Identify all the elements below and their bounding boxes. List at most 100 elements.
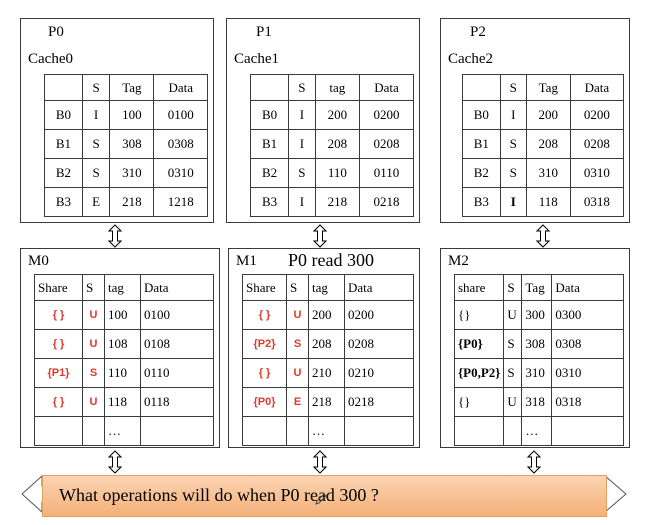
pen-cursor-icon <box>315 493 327 505</box>
table-cell: B1 <box>462 129 501 159</box>
table-cell <box>249 74 290 101</box>
table-cell: 0308 <box>153 129 208 159</box>
table-cell <box>44 74 83 101</box>
table-cell: 0308 <box>551 329 624 359</box>
table-cell: B0 <box>249 100 290 130</box>
table-cell: 0310 <box>551 358 624 388</box>
table-cell: tag <box>308 274 345 301</box>
table-cell: {} <box>453 300 505 330</box>
table-cell: 0208 <box>569 129 625 159</box>
table-cell: 0200 <box>344 300 414 330</box>
table-cell: Data <box>140 274 214 301</box>
table-cell: 208 <box>308 329 345 359</box>
table-cell: U <box>82 300 105 330</box>
table-cell: 310 <box>521 358 553 388</box>
processor-title: P0 <box>48 24 64 40</box>
table-cell: 108 <box>104 329 141 359</box>
table-cell <box>344 416 414 446</box>
table-cell: {P2} <box>242 329 287 359</box>
memory-title: M0 <box>28 253 49 269</box>
table-cell: 300 <box>521 300 553 330</box>
table-cell: 0318 <box>551 387 624 417</box>
table-cell: tag <box>314 74 361 101</box>
table-cell: S <box>503 274 523 301</box>
table-cell: U <box>286 358 309 388</box>
question-text: What operations will do when P0 read 300… <box>59 485 379 505</box>
table-cell: 0310 <box>569 158 625 188</box>
table-cell <box>286 416 309 446</box>
table-cell: {P0,P2} <box>453 358 505 388</box>
table-cell: B3 <box>44 187 83 217</box>
cache-title: Cache2 <box>448 51 493 67</box>
table-cell: { } <box>34 329 83 359</box>
table-cell: 0300 <box>551 300 624 330</box>
table-cell: B2 <box>44 158 83 188</box>
table-cell <box>551 416 624 446</box>
table-cell: {P0} <box>453 329 505 359</box>
table-cell: B2 <box>462 158 501 188</box>
double-arrow-icon <box>527 450 541 474</box>
table-row: … <box>242 416 414 446</box>
table-cell: {} <box>453 387 505 417</box>
table-cell: U <box>82 387 105 417</box>
table-cell: 218 <box>308 387 345 417</box>
table-cell: { } <box>34 387 83 417</box>
table-cell: 0110 <box>359 158 414 188</box>
table-cell: Data <box>569 74 625 101</box>
table-cell: S <box>499 158 527 188</box>
table-cell: {P1} <box>34 358 83 388</box>
table-cell: 0100 <box>153 100 208 130</box>
memory-title: M2 <box>448 253 469 269</box>
table-cell: 110 <box>314 158 361 188</box>
table-cell: 200 <box>314 100 361 130</box>
table-cell: Data <box>551 274 624 301</box>
table-cell: U <box>503 300 523 330</box>
question-banner: What operations will do when P0 read 300… <box>42 475 607 517</box>
cache-title: Cache1 <box>234 51 279 67</box>
table-cell: I <box>499 187 527 217</box>
table-cell: 0110 <box>140 358 214 388</box>
table-cell: S <box>503 329 523 359</box>
table-cell: B1 <box>44 129 83 159</box>
table-cell: U <box>286 300 309 330</box>
table-cell: Data <box>359 74 414 101</box>
table-cell: Tag <box>521 274 553 301</box>
table-cell: S <box>503 358 523 388</box>
table-cell: 0118 <box>140 387 214 417</box>
table-cell: 310 <box>109 158 155 188</box>
table-cell: I <box>81 100 111 130</box>
table-cell: S <box>286 274 309 301</box>
table-cell: Share <box>242 274 287 301</box>
table-cell: … <box>521 416 553 446</box>
table-cell: 210 <box>308 358 345 388</box>
table-cell: { } <box>34 300 83 330</box>
table-cell: I <box>288 187 316 217</box>
table-cell: B3 <box>249 187 290 217</box>
cache-title: Cache0 <box>28 51 73 67</box>
table-cell <box>34 416 83 446</box>
double-arrow-icon <box>313 224 327 248</box>
table-cell: 0310 <box>153 158 208 188</box>
table-cell: 118 <box>104 387 141 417</box>
table-cell: Tag <box>109 74 155 101</box>
double-arrow-icon <box>313 450 327 474</box>
